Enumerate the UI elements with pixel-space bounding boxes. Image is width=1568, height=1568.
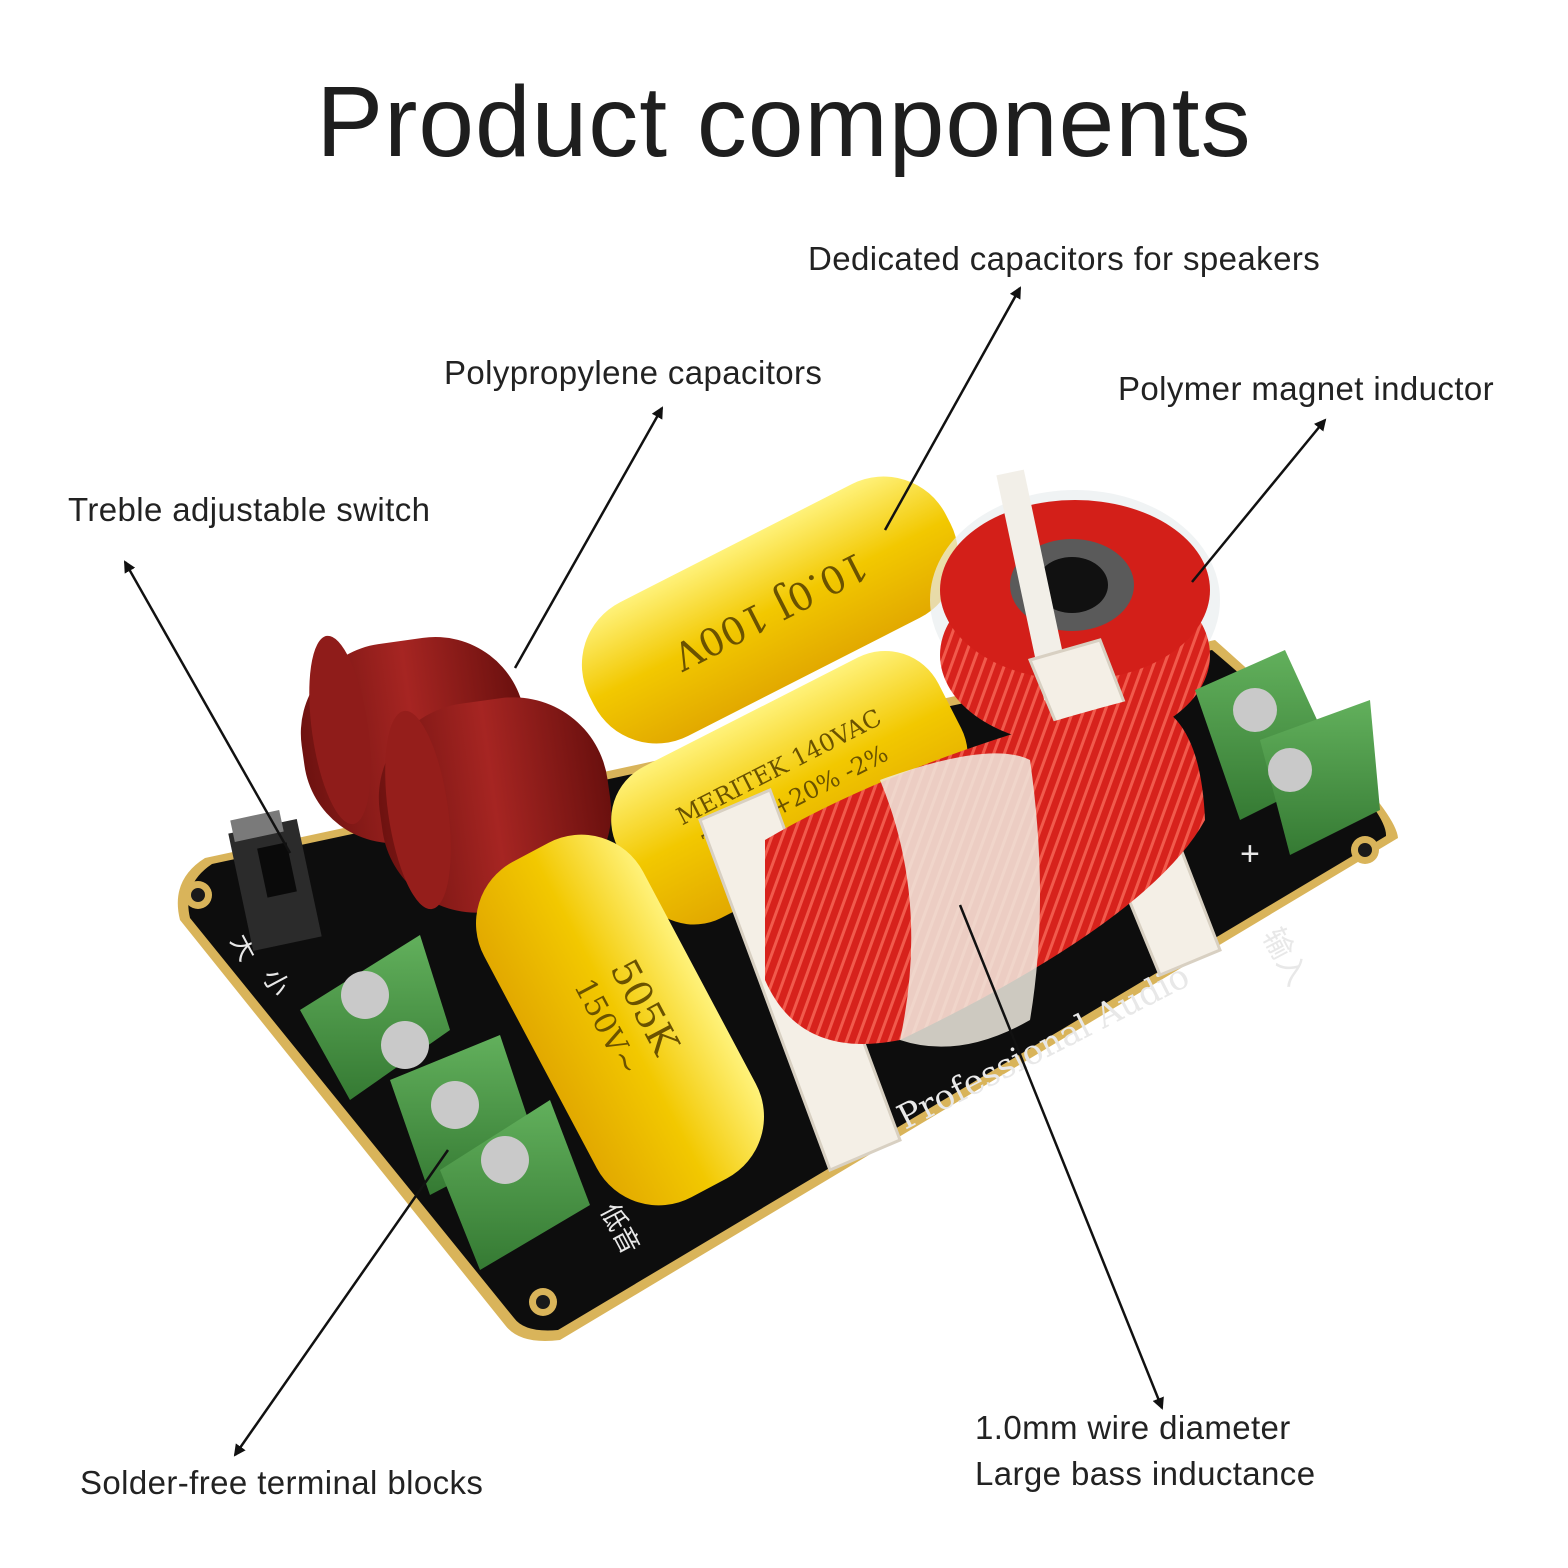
- arrow-bass-inductance: [958, 904, 1164, 1410]
- capacitor-top: 10.0J 100V: [581, 476, 959, 744]
- label-polypropylene-capacitors: Polypropylene capacitors: [444, 354, 823, 391]
- treble-switch: [228, 810, 322, 951]
- label-dedicated-capacitors: Dedicated capacitors for speakers: [808, 240, 1321, 277]
- arrow-dedicated-caps: [883, 286, 1022, 531]
- polypropylene-capacitors: [300, 635, 612, 913]
- bass-inductor: [698, 638, 1222, 1172]
- label-treble-switch: Treble adjustable switch: [68, 491, 431, 528]
- terminal-blocks-right: [1195, 650, 1380, 855]
- silkscreen-input-label: 输入: [1256, 923, 1313, 991]
- label-bass-inductance: Large bass inductance: [975, 1455, 1316, 1492]
- label-wire-diameter: 1.0mm wire diameter: [975, 1409, 1291, 1446]
- label-terminal-blocks: Solder-free terminal blocks: [80, 1464, 484, 1501]
- arrow-treble-switch: [123, 560, 292, 854]
- arrow-terminal-blocks: [233, 1149, 450, 1457]
- arrow-polymer-inductor: [1191, 418, 1327, 583]
- capacitor-front: 505K 150V~: [476, 834, 764, 1206]
- terminal-blocks-left: [300, 935, 590, 1270]
- arrow-polypropylene-caps: [513, 406, 664, 669]
- page-title: Product components: [316, 66, 1252, 178]
- silkscreen-plus-sign: +: [1240, 835, 1260, 873]
- annotation-arrows: [123, 286, 1327, 1457]
- label-polymer-magnet-inductor: Polymer magnet inductor: [1118, 370, 1495, 407]
